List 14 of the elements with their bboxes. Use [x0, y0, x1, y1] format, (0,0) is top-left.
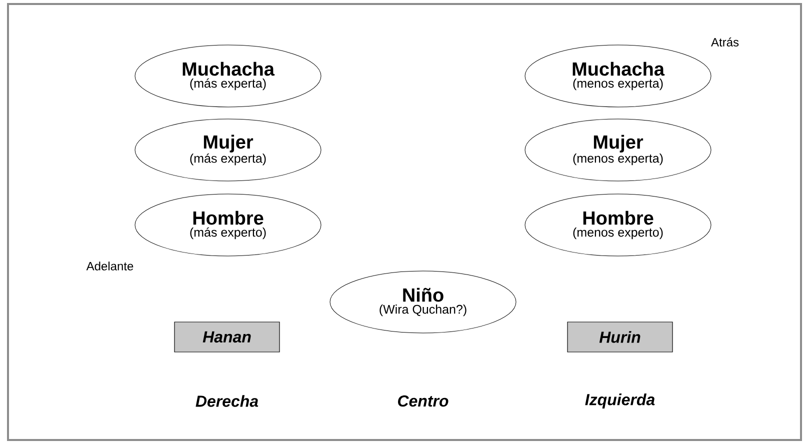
oval: Mujer (menos experta): [524, 118, 712, 182]
direction-label: Adelante: [86, 262, 134, 270]
label-box: Hanan: [174, 322, 280, 352]
side-label: Izquierda: [585, 394, 655, 408]
oval: Muchacha (más experta): [134, 44, 322, 108]
side-label: Centro: [398, 395, 448, 407]
oval: Hombre (más experto): [134, 194, 322, 256]
oval: Mujer (más experta): [134, 118, 322, 182]
side-label: Derecha: [196, 395, 258, 407]
label-box: Hurin: [567, 322, 673, 352]
oval: Hombre (menos experto): [524, 194, 712, 256]
oval: Muchacha (menos experta): [524, 44, 712, 108]
oval: Niño (Wira Quchan?): [330, 270, 516, 334]
direction-label: Atrás: [711, 38, 739, 46]
